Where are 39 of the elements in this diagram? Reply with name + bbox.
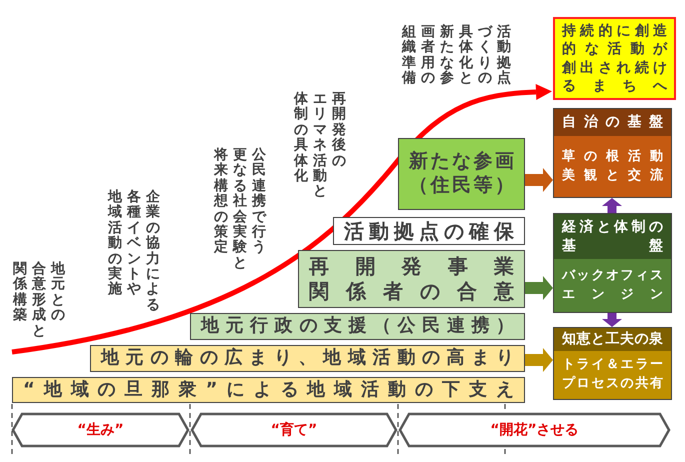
block-arrow	[525, 348, 553, 372]
vertical-note: 活動拠点づくりの具体化と新たな参画者用の組織準備	[402, 25, 511, 87]
stage-bar	[298, 250, 525, 308]
stage-text: “地域の旦那衆”による地域活動の下支え	[23, 378, 514, 402]
stage-text: 地元の輪の広まり、地域活動の高まり	[101, 347, 514, 370]
block-arrow	[602, 313, 622, 327]
phase-label: “開花”させる	[490, 421, 579, 439]
goal-text: 持続的に創造的な活動が創出され続けるまちへ	[562, 22, 667, 95]
stage-bar	[90, 345, 525, 372]
phase-label: “生み”	[77, 421, 124, 439]
stage-bar	[398, 138, 525, 210]
stage-text: 地元行政の支援（公民連携）	[201, 315, 514, 338]
stage-text: 活動拠点の確保	[344, 218, 514, 244]
foundation-card	[553, 108, 672, 198]
block-arrow	[602, 198, 622, 213]
card-heading: 経済と体制の基盤	[554, 214, 671, 259]
phase-label: “育て”	[270, 421, 318, 439]
vertical-note: 企業の協力による各種イベントや地域活動の実施	[108, 190, 160, 314]
block-arrow	[525, 168, 553, 192]
card-heading: 自治の基盤	[554, 109, 671, 136]
vertical-note: 公民連携で行う更なる社会実験と将来構想の策定	[214, 148, 266, 272]
stage-bar	[333, 217, 525, 245]
goal-box	[553, 17, 676, 100]
phase-band	[399, 413, 670, 447]
vertical-note: 地元との合意形成と関係構築	[13, 262, 65, 339]
phase-band	[12, 413, 189, 447]
stage-bar	[12, 377, 525, 403]
card-text: トライ＆エラープロセスの共有	[562, 356, 663, 393]
foundation-card	[553, 213, 672, 313]
vertical-note: 再開発後のエリマネ活動と体制の具体化	[294, 92, 346, 200]
card-heading: 知恵と工夫の泉	[554, 328, 671, 351]
card-text: バックオフィスエンジン	[562, 266, 663, 304]
phase-band	[191, 413, 397, 447]
stage-text: 再開発事業関係者の合意	[309, 254, 514, 304]
card-text: 草の根活動美観と交流	[562, 148, 663, 184]
growth-arrow	[12, 84, 552, 354]
stage-text: 新たな参画（住民等）	[409, 150, 514, 198]
foundation-card	[553, 327, 672, 400]
stage-bar	[190, 313, 525, 340]
